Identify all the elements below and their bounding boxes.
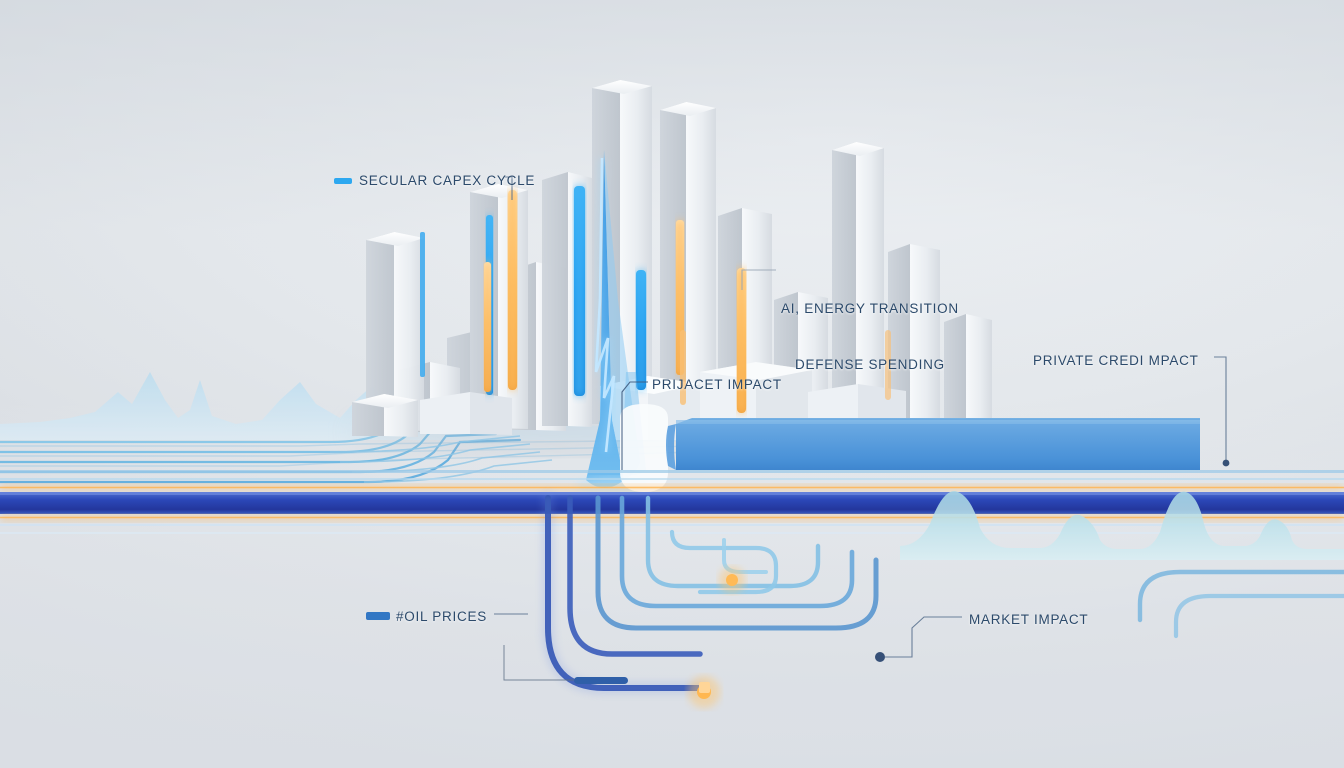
leader-private-credit — [1214, 356, 1227, 460]
private-credit-impact-label: PRIVATE CREDI MPACT — [1033, 353, 1199, 368]
leader-ai-energy — [741, 269, 776, 290]
horizon-data-lines — [0, 470, 1344, 534]
secular-capex-cycle-label: SECULAR CAPEX CYCLE — [359, 173, 536, 188]
private-credit-slab — [666, 418, 1200, 470]
background-ridge — [0, 372, 660, 440]
callout-leaders — [494, 176, 1230, 662]
foreground-ridge — [900, 491, 1344, 560]
marker-bar — [574, 677, 628, 684]
wire-maze-lower — [542, 492, 1344, 708]
secular-capex-cycle-swatch — [334, 178, 352, 184]
ai-energy-line-1: AI, ENERGY TRANSITION — [781, 301, 959, 317]
bottom-left-marker — [503, 645, 628, 684]
ai-energy-line-2: DEFENSE SPENDING — [794, 357, 945, 373]
leader-prijacet — [621, 381, 648, 470]
prijacet-impact-label: PRIJACET IMPACT — [652, 377, 782, 392]
accent-strips-orange — [484, 190, 891, 413]
leader-market-impact — [911, 616, 962, 650]
leader-secular-capex — [505, 176, 513, 200]
oil-prices-swatch — [366, 612, 390, 620]
market-impact-label: MARKET IMPACT — [969, 612, 1089, 627]
market-impact-dot — [875, 652, 885, 662]
ai-energy-transition-label: AI, ENERGY TRANSITION DEFENSE SPENDING — [781, 263, 959, 412]
oil-prices-label: #OIL PRICES — [396, 609, 487, 624]
